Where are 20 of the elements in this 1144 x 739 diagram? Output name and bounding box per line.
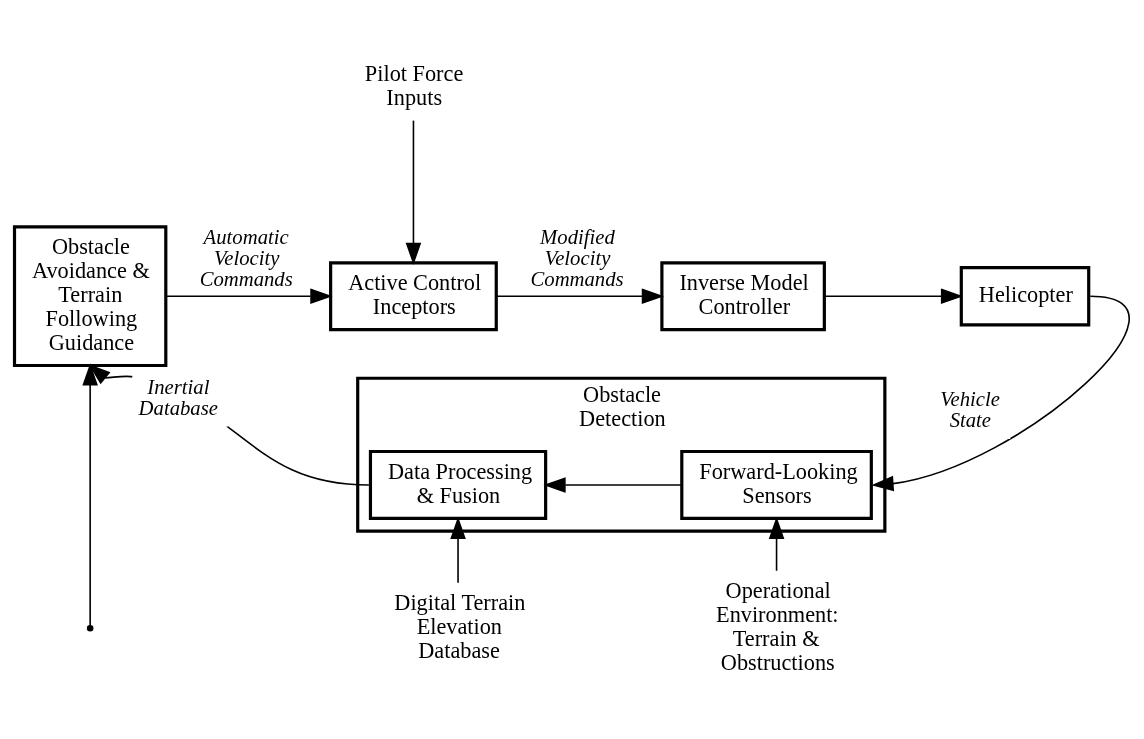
node-box: Helicopter [959, 265, 1091, 327]
arrow [823, 288, 964, 305]
edge-label: Inertial Database [138, 376, 218, 419]
arrow [871, 295, 1130, 492]
arrow [543, 477, 683, 493]
node-box: Obstacle Avoidance & Terrain Following Guidance [12, 225, 168, 368]
node-box: Data Processing & Fusion [368, 449, 548, 520]
node-box: Forward-Looking Sensors [680, 449, 873, 520]
arrow [82, 363, 111, 628]
arrow [495, 288, 665, 305]
arrow [165, 288, 333, 305]
edge-label: Vehicle State [940, 388, 1000, 431]
node-text: Pilot Force Inputs [364, 60, 464, 110]
edge-label: Modified Velocity Commands [530, 226, 624, 290]
node-text: Digital Terrain Elevation Database [394, 590, 526, 664]
node-text: Operational Environment: Terrain & Obstructions [716, 578, 839, 676]
node-box: Inverse Model Controller [660, 261, 826, 332]
node-box: Active Control Inceptors [329, 261, 498, 332]
arrow [405, 119, 422, 266]
edge-label: Automatic Velocity Commands [199, 226, 293, 290]
